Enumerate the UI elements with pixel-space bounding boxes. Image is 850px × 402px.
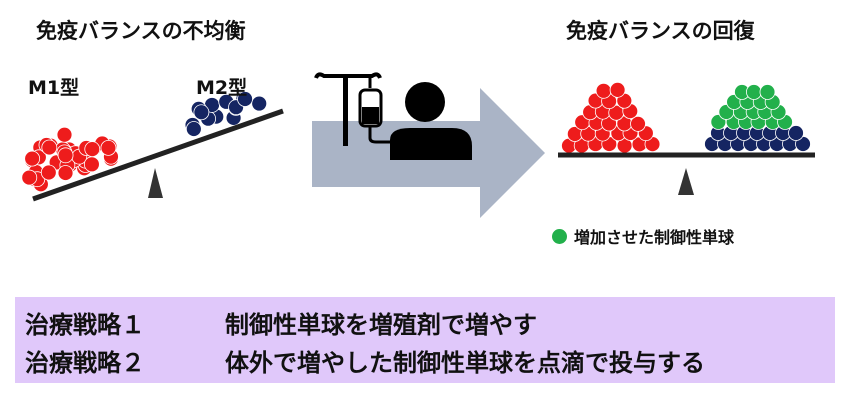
m1-cell	[57, 147, 74, 164]
m1-cell	[609, 81, 626, 98]
m2-cell	[251, 95, 268, 112]
left-cell-group	[21, 90, 268, 193]
m1-cell	[595, 82, 612, 99]
left-seesaw-beam	[32, 108, 284, 202]
m2-cell	[788, 125, 804, 141]
left-title: 免疫バランスの不均衡	[36, 19, 246, 43]
m1-cell	[21, 169, 38, 186]
strategy-1-head: 治療戦略１	[25, 311, 145, 339]
strategy-2: 治療戦略２ 体外で増やした制御性単球を点滴で投与する	[25, 343, 705, 378]
strategy-box: 治療戦略１ 制御性単球を増殖剤で増やす 治療戦略２ 体外で増やした制御性単球を点滴で…	[15, 297, 835, 383]
m1-cell	[56, 126, 73, 143]
m1-cell	[630, 115, 646, 132]
legend: 増加させた制御性単球	[552, 224, 734, 248]
green-dot-icon	[552, 228, 567, 244]
iv-drip-icon	[314, 72, 392, 146]
m2-label: M2型	[196, 77, 248, 99]
m1-cell	[41, 139, 58, 156]
right-fulcrum	[678, 168, 694, 195]
strategy-1-text: 制御性単球を増殖剤で増やす	[225, 311, 537, 339]
m2-cell	[237, 91, 253, 107]
m1-label: M1型	[28, 77, 80, 99]
patient-icon	[390, 82, 472, 160]
m1-cell	[83, 156, 100, 173]
right-title: 免疫バランスの回復	[566, 19, 755, 43]
left-fulcrum	[148, 168, 163, 198]
strategy-2-text: 体外で増やした制御性単球を点滴で投与する	[225, 349, 705, 377]
m2-cell	[193, 104, 210, 121]
regulatory-cell	[759, 84, 776, 100]
right-cell-group	[561, 81, 811, 154]
regulatory-cell	[746, 84, 762, 100]
m1-cell	[24, 150, 41, 167]
m1-cell	[84, 141, 101, 158]
strategy-1: 治療戦略１ 制御性単球を増殖剤で増やす	[25, 305, 537, 340]
legend-label: 増加させた制御性単球	[574, 228, 735, 247]
m1-cell	[40, 164, 57, 181]
strategy-2-head: 治療戦略２	[25, 349, 145, 377]
m2-cell	[185, 121, 202, 137]
m1-cell	[57, 165, 74, 181]
m1-cell	[100, 139, 117, 156]
